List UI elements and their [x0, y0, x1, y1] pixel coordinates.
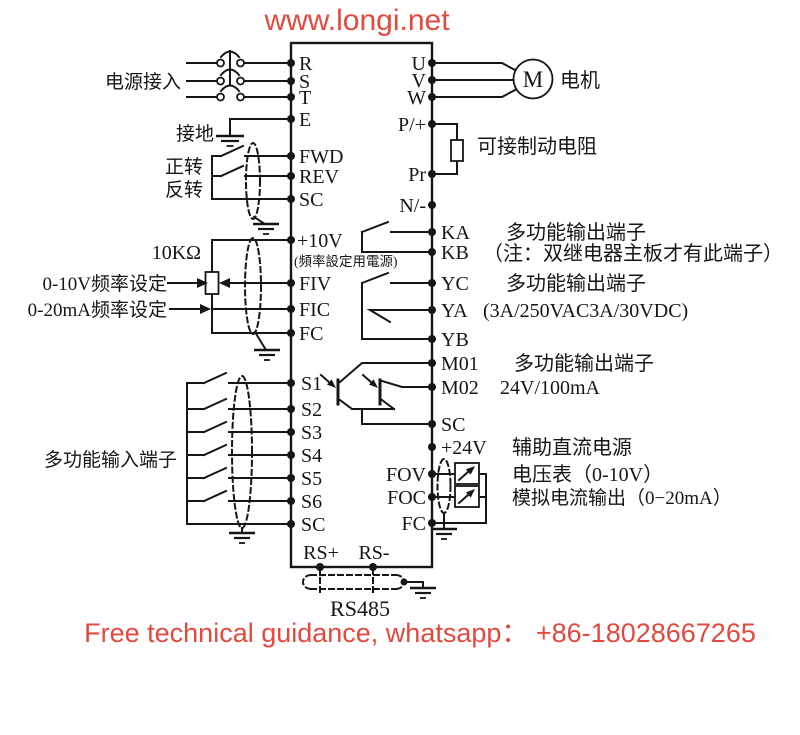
reverse-label: 反转: [165, 179, 203, 201]
terminal-sc-output: SC: [441, 414, 465, 436]
fov-description: 电压表（0-10V）: [512, 463, 663, 486]
yc-description: 多功能输出端子: [506, 272, 646, 295]
fwd-rev-circuit: [211, 142, 292, 235]
terminal-sc-input: SC: [299, 189, 323, 211]
terminal-s4: S4: [301, 445, 322, 467]
power-in-label: 电源接入: [105, 71, 181, 93]
terminal-r: R: [299, 53, 313, 75]
contact-text: Free technical guidance, whatsapp： +86-1…: [84, 618, 756, 648]
wiper-arrowhead: [219, 278, 230, 288]
terminal-fic: FIC: [299, 299, 330, 321]
freq-voltage-label: 0-10V频率设定: [42, 273, 167, 295]
v-input-arrowhead: [197, 278, 208, 288]
24v-description: 辅助直流电源: [512, 436, 632, 459]
brake-resistor-circuit: [431, 123, 464, 175]
m02-description: 24V/100mA: [500, 377, 601, 399]
rs485-circuit: [302, 568, 436, 599]
terminal-s1: S1: [301, 373, 322, 395]
terminal-yc: YC: [441, 273, 469, 295]
terminal-n-minus: N/-: [399, 195, 426, 217]
terminal-fov: FOV: [386, 464, 427, 486]
cable-shield: [244, 237, 262, 335]
terminal-yb: YB: [441, 329, 469, 351]
motor-circle: [512, 58, 554, 100]
terminal-ya: YA: [441, 300, 468, 322]
power-input-circuit: [186, 50, 292, 102]
cable-shield: [245, 142, 261, 220]
transistor-outputs: [319, 362, 433, 425]
i-input-arrowhead: [200, 304, 211, 314]
ka-description: 多功能输出端子: [506, 221, 646, 244]
ground-label: 接地: [176, 123, 214, 145]
terminal-foc: FOC: [387, 487, 426, 509]
terminal-e: E: [299, 109, 311, 131]
switch-arms: [202, 371, 228, 503]
kb-description: （注：双继电器主板才有此端子）: [483, 242, 783, 265]
shield-caps: [302, 573, 405, 591]
right-descriptions: 多功能输出端子 （注：双继电器主板才有此端子） 多功能输出端子 (3A/250V…: [483, 221, 783, 509]
terminal-fiv: FIV: [299, 273, 332, 295]
motor-label: 电机: [560, 69, 600, 92]
terminal-t: T: [299, 87, 311, 109]
terminal-s: S: [299, 71, 310, 93]
rs485-label: RS485: [330, 596, 390, 621]
analog-input-circuit: [167, 237, 292, 361]
forward-label: 正转: [165, 156, 203, 178]
digital-input-circuit: [186, 371, 292, 544]
foc-description: 模拟电流输出（0−20mA）: [512, 487, 732, 509]
motor-output-circuit: [431, 58, 554, 100]
terminal-fwd: FWD: [299, 146, 343, 168]
right-inside-terminal-labels: U V W P/+ Pr N/- FOV FOC FC RS+ RS-: [303, 53, 426, 564]
ya-description: (3A/250VAC3A/30VDC): [483, 300, 688, 322]
terminal-rs-minus: RS-: [358, 542, 389, 564]
relay-output-ka-kb: [360, 220, 433, 253]
right-outside-terminal-labels: KA KB YC YA YB M01 M02 SC +24V: [441, 222, 487, 459]
transistor-bars: [336, 378, 382, 406]
terminal-p-plus: P/+: [398, 114, 426, 136]
cable-shield: [436, 458, 452, 514]
switch-arms: [219, 144, 245, 178]
terminal-ka: KA: [441, 222, 470, 244]
terminal-m02: M02: [441, 377, 479, 399]
terminal-kb: KB: [441, 242, 469, 264]
terminal-pr: Pr: [408, 164, 426, 186]
terminal-s5: S5: [301, 468, 322, 490]
freq-current-label: 0-20mA频率设定: [28, 299, 167, 321]
analog-output-circuit: [431, 458, 487, 540]
terminal-dots: [287, 59, 436, 571]
terminal-w: W: [407, 87, 426, 109]
terminal-10v-note: (頻率設定用電源): [294, 253, 398, 269]
terminal-24v: +24V: [441, 437, 487, 459]
multi-input-label: 多功能输入端子: [44, 449, 177, 471]
site-url-text: www.longi.net: [263, 4, 450, 37]
terminal-10v: +10V: [297, 230, 343, 252]
pot-value-label: 10KΩ: [152, 242, 201, 264]
terminal-fc-output: FC: [402, 513, 426, 535]
terminal-v: V: [412, 70, 427, 92]
relay-output-yc-ya-yb: [360, 271, 433, 340]
terminal-rs-plus: RS+: [303, 542, 339, 564]
left-terminal-labels: R S T E FWD REV SC +10V (頻率設定用電源) FIV FI…: [294, 53, 398, 536]
ground-e-circuit: [216, 118, 292, 147]
terminal-s3: S3: [301, 422, 322, 444]
brake-resistor: [450, 139, 464, 162]
brake-label: 可接制动电阻: [477, 135, 597, 158]
terminal-rev: REV: [299, 166, 340, 188]
terminal-u: U: [412, 53, 427, 75]
terminal-s6: S6: [301, 491, 322, 513]
cable-shield: [231, 375, 253, 529]
motor-symbol: M: [523, 67, 543, 92]
m01-description: 多功能输出端子: [514, 352, 654, 375]
terminal-m01: M01: [441, 353, 479, 375]
terminal-sc-input2: SC: [301, 514, 325, 536]
terminal-fc-input: FC: [299, 323, 323, 345]
terminal-s2: S2: [301, 399, 322, 421]
